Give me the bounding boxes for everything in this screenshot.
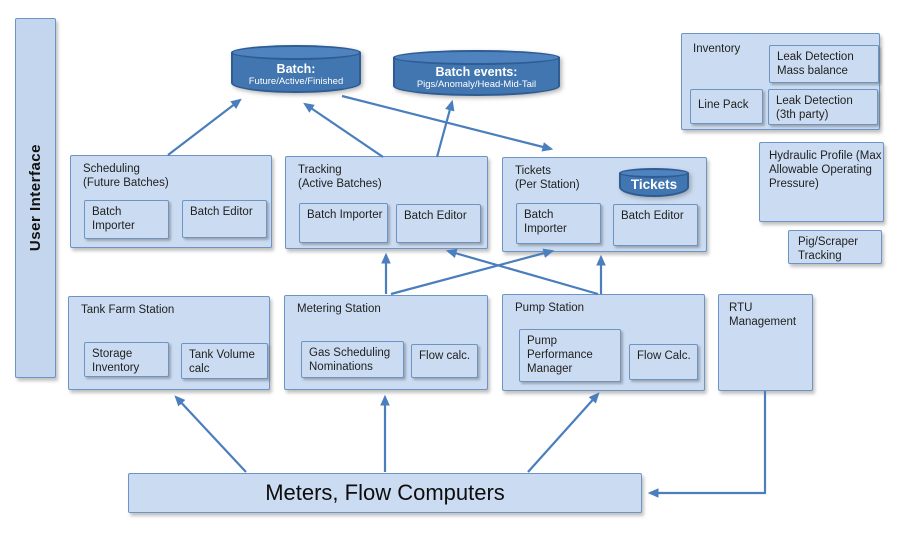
hydraulic-profile-label: Hydraulic Profile (Max Allowable Operati… <box>769 150 882 191</box>
inventory-title: Inventory <box>693 43 741 55</box>
tickets-box: Tickets (Per Station) Tickets Batch Impo… <box>502 157 707 252</box>
meters-flow-computers-title: Meters, Flow Computers <box>265 480 505 505</box>
inventory-box: Inventory Leak Detection Mass balance Li… <box>681 33 880 130</box>
arrow-pump-station-to-tracking <box>445 248 599 296</box>
leak-detection-3rd-party-box: Leak Detection (3th party) <box>768 89 878 125</box>
tank-farm-station-title: Tank Farm Station <box>81 304 175 316</box>
batch-events-database-cylinder: Batch events: Pigs/Anomaly/Head-Mid-Tail <box>393 50 560 96</box>
tickets-database-title: Tickets <box>630 177 678 192</box>
gas-scheduling-nominations-box: Gas Scheduling Nominations <box>301 341 404 378</box>
user-interface-bar: User Interface <box>15 18 56 378</box>
flow-calc-metering-box: Flow calc. <box>411 344 478 378</box>
leak-detection-mass-balance-box: Leak Detection Mass balance <box>769 45 879 83</box>
tracking-batch-editor-box: Batch Editor <box>396 204 481 243</box>
scheduling-box: Scheduling (Future Batches) Batch Import… <box>70 155 272 248</box>
tank-farm-station-box: Tank Farm Station Storage Inventory Tank… <box>68 296 270 390</box>
scheduling-title: Scheduling <box>83 163 140 175</box>
pump-performance-manager-box: Pump Performance Manager <box>519 329 621 382</box>
pump-station-title: Pump Station <box>515 302 585 314</box>
pump-station-box: Pump Station Pump Performance Manager Fl… <box>502 294 705 391</box>
tickets-subtitle: (Per Station) <box>515 179 580 192</box>
arrow-tracking-to-batch-events-db <box>435 99 455 158</box>
user-interface-label: User Interface <box>27 144 44 252</box>
tickets-title: Tickets <box>515 165 551 177</box>
scheduling-batch-importer-box: Batch Importer <box>84 200 169 239</box>
tickets-database-cylinder: Tickets <box>619 168 689 197</box>
tracking-subtitle: (Active Batches) <box>298 178 382 191</box>
pig-scraper-tracking-box: Pig/Scraper Tracking <box>788 230 882 264</box>
batch-events-database-top-ellipse <box>393 50 560 65</box>
arrow-rtu-management-to-meters <box>647 391 767 498</box>
batch-events-database-subtitle: Pigs/Anomaly/Head-Mid-Tail <box>416 79 537 91</box>
batch-database-cylinder: Batch: Future/Active/Finished <box>231 45 361 93</box>
batch-database-top-ellipse <box>231 45 361 60</box>
arrow-batch-db-to-tickets <box>341 94 554 152</box>
line-pack-box: Line Pack <box>690 89 763 124</box>
arrow-meters-to-pump-station <box>527 392 600 473</box>
batch-database-subtitle: Future/Active/Finished <box>248 76 344 88</box>
batch-events-database-title: Batch events: <box>435 65 518 79</box>
tank-volume-calc-box: Tank Volume calc <box>181 343 268 379</box>
tickets-batch-editor-box: Batch Editor <box>613 204 698 246</box>
metering-station-box: Metering Station Gas Scheduling Nominati… <box>284 295 488 390</box>
arrow-metering-station-to-tickets <box>390 248 555 296</box>
arrow-meters-to-tank-farm-station <box>174 395 247 473</box>
batch-database-title: Batch: <box>276 62 316 76</box>
tracking-batch-importer-box: Batch Importer <box>299 203 388 243</box>
metering-station-title: Metering Station <box>297 303 381 315</box>
arrow-tracking-to-batch-db <box>303 102 384 158</box>
scheduling-batch-editor-box: Batch Editor <box>182 200 267 238</box>
arrow-scheduling-to-batch-db <box>167 98 242 156</box>
storage-inventory-box: Storage Inventory <box>84 342 169 377</box>
rtu-management-box: RTU Management <box>718 294 813 391</box>
pig-scraper-tracking-label: Pig/Scraper Tracking <box>798 236 859 263</box>
tracking-title: Tracking <box>298 164 342 176</box>
rtu-management-title: RTU Management <box>729 302 797 329</box>
tickets-database-top-ellipse <box>619 168 689 178</box>
tracking-box: Tracking (Active Batches) Batch Importer… <box>285 156 488 249</box>
tickets-batch-importer-box: Batch Importer <box>516 203 601 244</box>
hydraulic-profile-box: Hydraulic Profile (Max Allowable Operati… <box>759 142 884 222</box>
flow-calc-pump-box: Flow Calc. <box>629 344 698 380</box>
meters-flow-computers-box: Meters, Flow Computers <box>128 473 642 513</box>
scheduling-subtitle: (Future Batches) <box>83 177 169 190</box>
